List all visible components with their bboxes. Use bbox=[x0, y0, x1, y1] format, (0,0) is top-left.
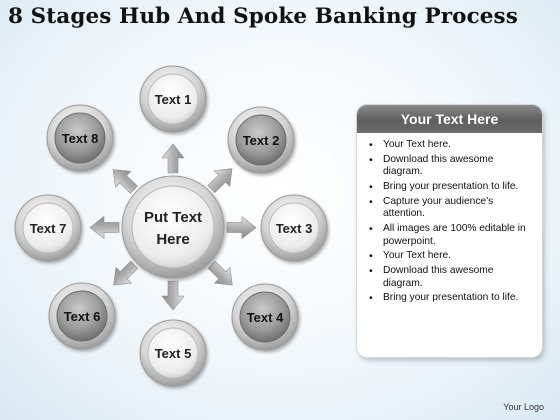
text-panel: Your Text Here Your Text here. Download … bbox=[357, 105, 542, 357]
page-title: 8 Stages Hub And Spoke Banking Process bbox=[8, 4, 518, 29]
stage-label-7: Text 7 bbox=[30, 221, 67, 236]
bullet-item: Bring your presentation to life. bbox=[369, 292, 534, 305]
bullet-item: Bring your presentation to life. bbox=[369, 181, 534, 194]
spoke-arrow bbox=[112, 169, 138, 194]
stage-node-4 bbox=[231, 283, 299, 351]
spoke-arrow bbox=[113, 260, 139, 286]
spoke-arrow bbox=[207, 260, 233, 286]
stage-label-2: Text 2 bbox=[243, 133, 280, 148]
stage-node-7 bbox=[14, 194, 82, 262]
stage-node-6 bbox=[48, 282, 116, 350]
spoke-arrow bbox=[161, 280, 185, 311]
stage-node-2 bbox=[227, 106, 295, 174]
stage-node-1 bbox=[139, 65, 207, 133]
bullet-item: Your Text here. bbox=[369, 250, 534, 263]
stage-label-8: Text 8 bbox=[62, 131, 99, 146]
bullet-item: Your Text here. bbox=[369, 139, 534, 152]
stage-node-3 bbox=[260, 194, 328, 262]
stage-label-4: Text 4 bbox=[247, 310, 284, 325]
stage-node-8 bbox=[46, 104, 114, 172]
stage-label-5: Text 5 bbox=[155, 346, 192, 361]
logo-text: Your Logo bbox=[503, 402, 544, 412]
spoke-arrow bbox=[226, 215, 257, 240]
spoke-arrow bbox=[207, 168, 233, 194]
spoke-arrows bbox=[89, 143, 257, 311]
bullet-item: Capture your audience’s attention. bbox=[369, 196, 534, 221]
panel-bullet-list: Your Text here. Download this awesome di… bbox=[357, 133, 542, 305]
hub-label-line1: Put Text bbox=[144, 209, 202, 226]
hub-label-line2: Here bbox=[156, 231, 189, 248]
spoke-arrow bbox=[161, 143, 185, 174]
bullet-item: All images are 100% editable in powerpoi… bbox=[369, 223, 534, 248]
stage-nodes: Text 1 Text 2 Text 3 Text 4 Text 5 Text 6 Text… bbox=[14, 65, 328, 387]
stage-node-5 bbox=[139, 319, 207, 387]
stage-label-6: Text 6 bbox=[64, 309, 101, 324]
panel-header: Your Text Here bbox=[357, 105, 542, 133]
spoke-arrow bbox=[89, 215, 120, 240]
stage-label-3: Text 3 bbox=[276, 221, 313, 236]
stage-label-1: Text 1 bbox=[155, 92, 192, 107]
bullet-item: Download this awesome diagram. bbox=[369, 154, 534, 179]
bullet-item: Download this awesome diagram. bbox=[369, 265, 534, 290]
hub-circle bbox=[121, 175, 225, 279]
